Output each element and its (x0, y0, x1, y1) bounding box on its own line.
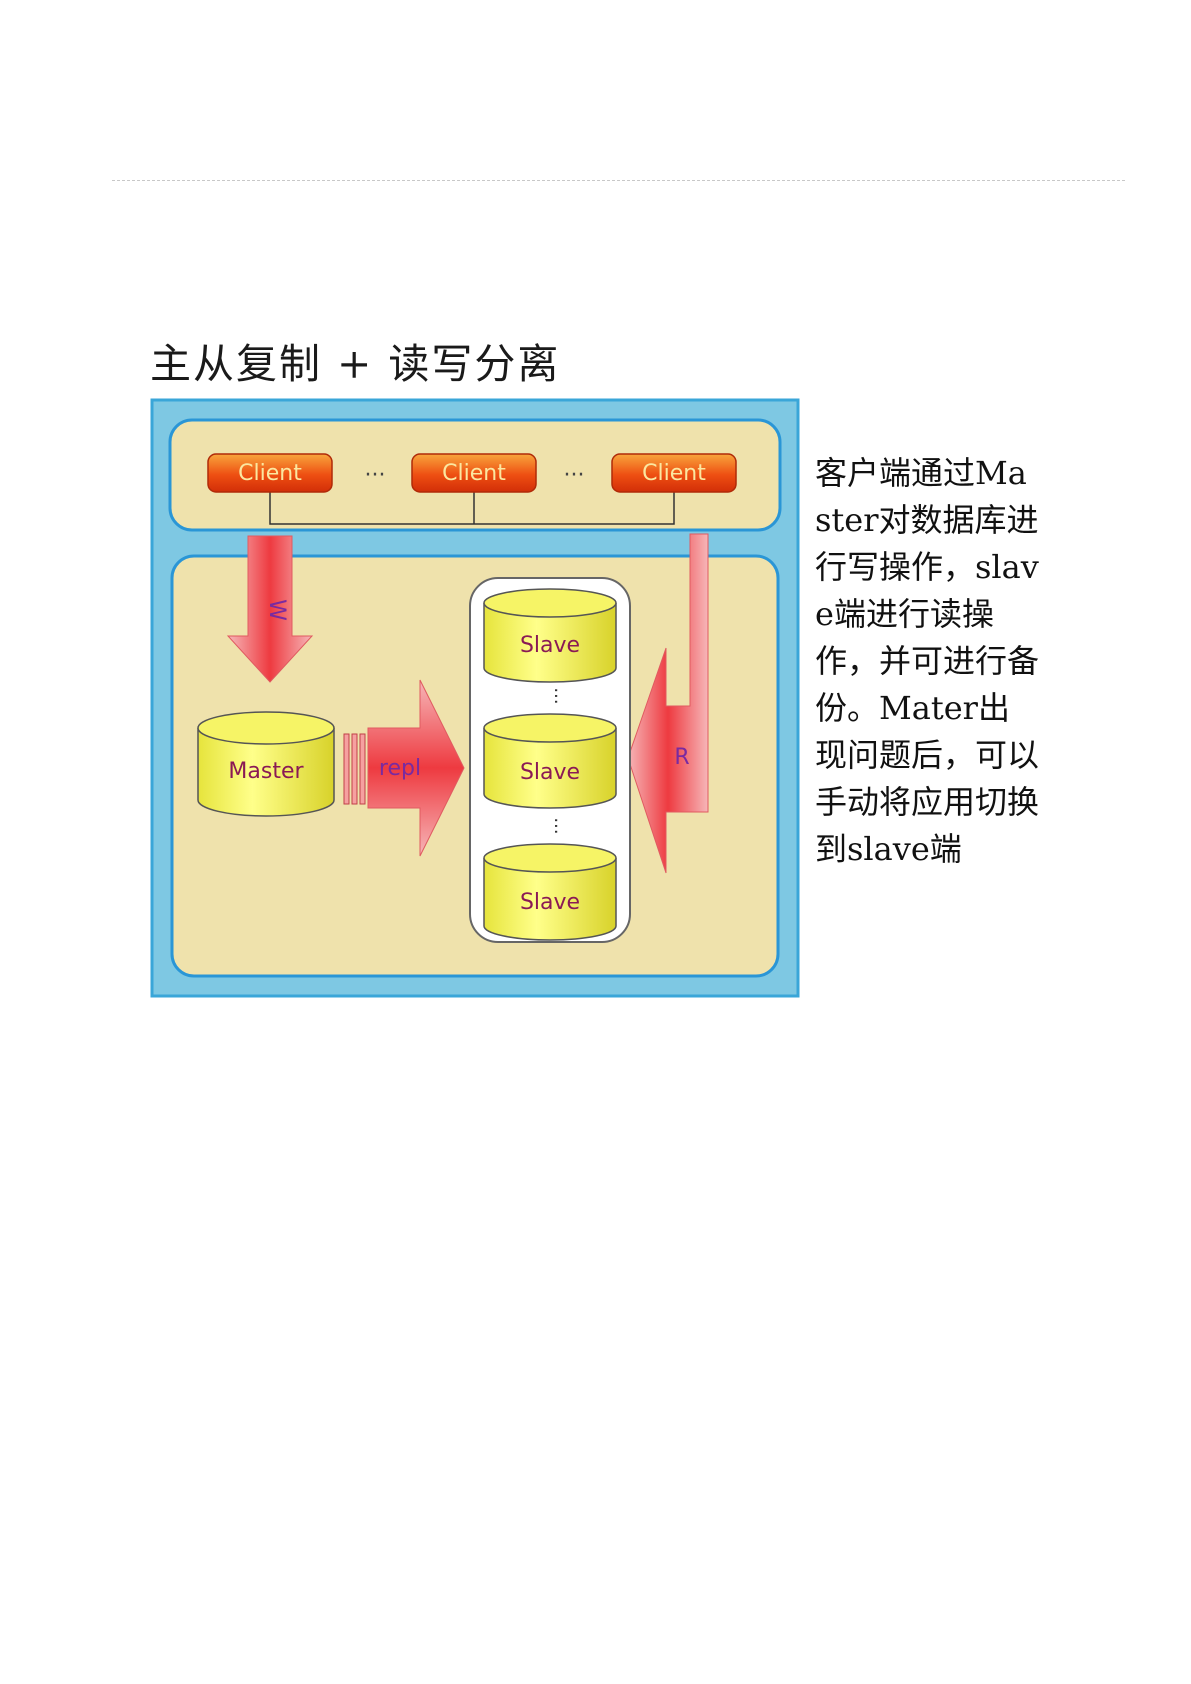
slave-label: Slave (520, 633, 580, 658)
header-divider (112, 180, 1125, 181)
slave-database-3: Slave (483, 843, 617, 941)
client-label: Client (238, 461, 302, 486)
replication-bars (343, 733, 366, 805)
repl-label: repl (379, 756, 421, 781)
client-label: Client (442, 461, 506, 486)
client-label: Client (642, 461, 706, 486)
read-label: R (674, 745, 689, 770)
slave-database-2: Slave (483, 713, 617, 809)
client-node-2: Client (411, 453, 537, 493)
replication-diagram: Client ··· Client ··· Client W R Master … (150, 398, 800, 998)
page-title: 主从复制 + 读写分离 (150, 340, 561, 388)
replication-arrow: repl (367, 679, 465, 857)
slave-ellipsis: ··· (545, 817, 566, 834)
slave-label: Slave (520, 890, 580, 915)
read-arrow: R (627, 533, 709, 874)
write-arrow: W (226, 535, 314, 683)
client-ellipsis: ··· (564, 463, 585, 488)
write-label: W (264, 599, 289, 621)
client-node-1: Client (207, 453, 333, 493)
client-ellipsis: ··· (365, 463, 386, 488)
description-text: 客户端通过Master对数据库进行写操作，slave端进行读操作，并可进行备份。… (815, 454, 1040, 868)
client-connector-line (269, 492, 675, 525)
slave-ellipsis: ··· (545, 687, 566, 704)
slave-database-1: Slave (483, 588, 617, 683)
master-label: Master (228, 759, 304, 784)
client-node-3: Client (611, 453, 737, 493)
master-database: Master (197, 711, 335, 817)
slave-label: Slave (520, 760, 580, 785)
